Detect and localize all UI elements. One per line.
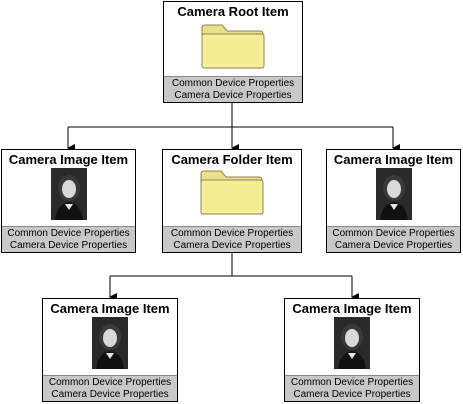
photo-icon [375, 168, 412, 225]
node-properties: Common Device Properties Camera Device P… [285, 375, 419, 401]
camera-image-node-left[interactable]: Camera Image Item Common Device Properti… [1, 149, 136, 253]
property-common: Common Device Properties [171, 78, 295, 89]
node-properties: Common Device Properties Camera Device P… [163, 226, 301, 252]
property-common: Common Device Properties [48, 377, 172, 388]
node-properties: Common Device Properties Camera Device P… [327, 226, 460, 252]
camera-image-child-right[interactable]: Camera Image Item Common Device Properti… [284, 298, 420, 402]
camera-image-child-left[interactable]: Camera Image Item Common Device Properti… [42, 298, 178, 402]
node-properties: Common Device Properties Camera Device P… [164, 76, 302, 102]
photo-icon [334, 317, 370, 374]
folder-icon [200, 22, 266, 75]
photo-icon [92, 317, 128, 374]
folder-icon [199, 168, 265, 221]
node-title: Camera Image Item [8, 152, 129, 167]
camera-image-node-right[interactable]: Camera Image Item Common Device Properti… [326, 149, 461, 253]
node-properties: Common Device Properties Camera Device P… [43, 375, 177, 401]
property-camera: Camera Device Properties [293, 388, 411, 400]
property-common: Common Device Properties [290, 377, 414, 388]
node-title: Camera Image Item [50, 301, 170, 316]
node-properties: Common Device Properties Camera Device P… [2, 226, 135, 252]
property-camera: Camera Device Properties [173, 239, 291, 251]
property-common: Common Device Properties [170, 228, 294, 239]
camera-folder-node[interactable]: Camera Folder Item Common Device Propert… [162, 149, 302, 253]
property-camera: Camera Device Properties [174, 89, 292, 101]
node-title: Camera Image Item [333, 152, 454, 167]
property-common: Common Device Properties [7, 228, 130, 239]
property-camera: Camera Device Properties [9, 239, 128, 251]
node-title: Camera Folder Item [171, 152, 293, 167]
photo-icon [50, 168, 87, 225]
node-title: Camera Root Item [177, 4, 289, 19]
node-title: Camera Image Item [292, 301, 412, 316]
property-camera: Camera Device Properties [334, 239, 453, 251]
property-camera: Camera Device Properties [51, 388, 169, 400]
camera-root-node[interactable]: Camera Root Item Common Device Propertie… [163, 1, 303, 103]
property-common: Common Device Properties [332, 228, 455, 239]
